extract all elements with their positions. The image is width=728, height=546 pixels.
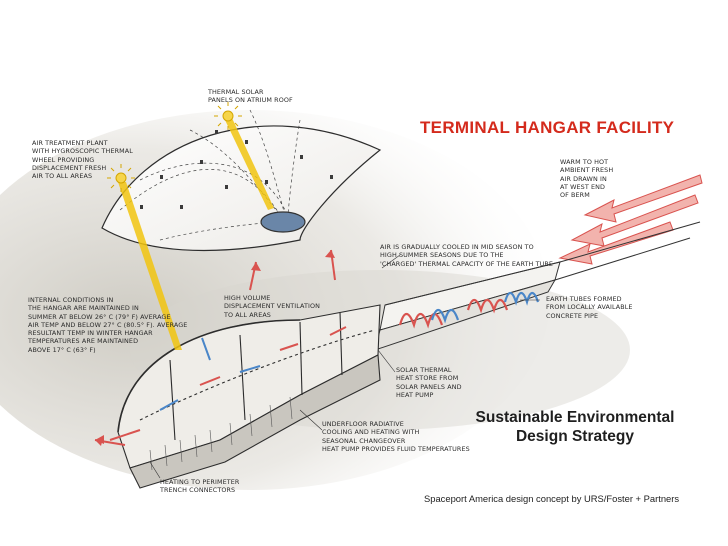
label-earth-tubes: EARTH TUBES FORMED FROM LOCALLY AVAILABL… <box>546 295 633 320</box>
label-solar-thermal-store: SOLAR THERMAL HEAT STORE FROM SOLAR PANE… <box>396 366 462 399</box>
label-warm-air-intake: WARM TO HOT AMBIENT FRESH AIR DRAWN IN A… <box>560 158 614 200</box>
hangar-body <box>117 304 381 489</box>
solar-panel-array <box>260 211 306 233</box>
diagram-title: TERMINAL HANGAR FACILITY <box>420 118 675 137</box>
label-air-treatment-plant: AIR TREATMENT PLANT WITH HYGROSCOPIC THE… <box>32 139 133 181</box>
label-heating-perimeter: HEATING TO PERIMETER TRENCH CONNECTORS <box>160 478 240 495</box>
sun-icon <box>107 102 242 192</box>
label-high-volume-ventilation: HIGH VOLUME DISPLACEMENT VENTILATION TO … <box>224 294 321 319</box>
atrium-roof <box>101 109 382 252</box>
sun-rays <box>118 118 274 350</box>
diagram-subtitle: Sustainable Environmental Design Strateg… <box>475 409 675 445</box>
label-cooled-air: AIR IS GRADUALLY COOLED IN MID SEASON TO… <box>380 243 553 268</box>
earth-tube-berm <box>374 221 701 351</box>
image-credit: Spaceport America design concept by URS/… <box>424 493 680 504</box>
exhaust-arrowheads <box>95 250 335 446</box>
callout-leaders <box>149 254 540 479</box>
interior-airflow-arrows <box>94 249 347 446</box>
label-thermal-solar-panels: THERMAL SOLAR PANELS ON ATRIUM ROOF <box>208 88 293 105</box>
label-underfloor-cooling: UNDERFLOOR RADIATIVE COOLING AND HEATING… <box>322 420 470 453</box>
label-internal-conditions: INTERNAL CONDITIONS IN THE HANGAR ARE MA… <box>28 296 188 354</box>
